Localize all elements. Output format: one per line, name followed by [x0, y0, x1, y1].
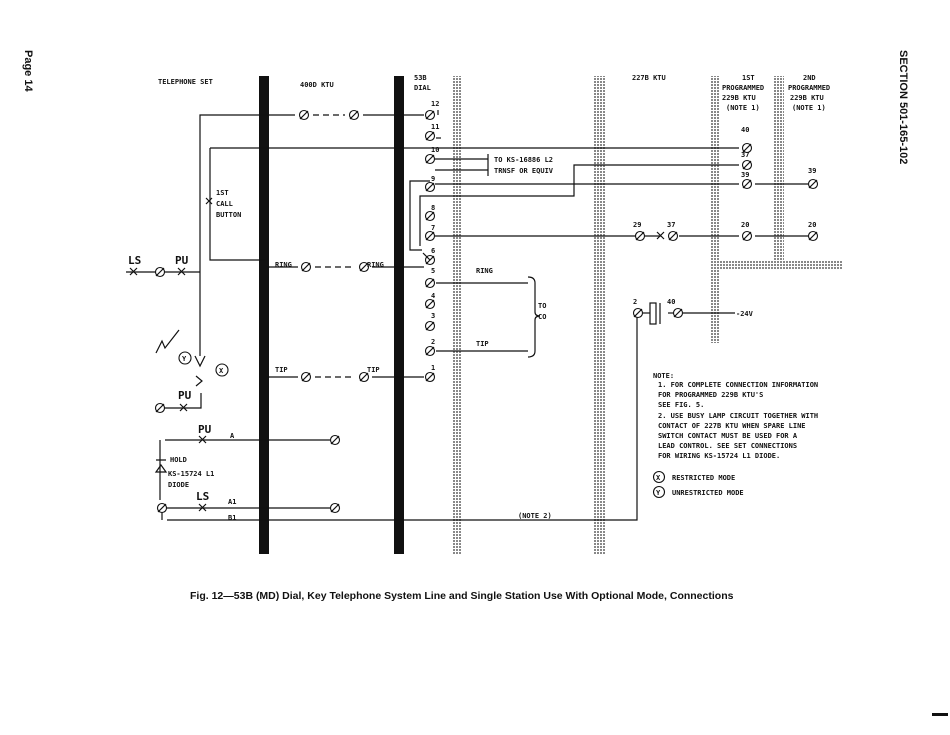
unrestricted-mode-letter: Y — [182, 355, 187, 363]
wiring — [126, 110, 808, 521]
ktu-term-20a: 20 — [741, 221, 749, 229]
label-to-ks: TO KS-16886 L2 — [494, 156, 553, 164]
svg-text:RESTRICTED MODE: RESTRICTED MODE — [672, 474, 735, 482]
svg-text:LEAD CONTROL. SEE SET CONNECT: LEAD CONTROL. SEE SET CONNECTIONS — [658, 442, 797, 450]
header-400d-ktu: 400D KTU — [300, 81, 334, 89]
ktu-term-40: 40 — [741, 126, 749, 134]
notes: NOTE: 1. FOR COMPLETE CONNECTION INFORMA… — [653, 372, 818, 460]
label-lead-b1: B1 — [228, 514, 236, 522]
ktu-term-37b: 37 — [667, 221, 675, 229]
svg-text:X: X — [656, 474, 661, 482]
label-lead-a1: A1 — [228, 498, 236, 506]
svg-text:Y: Y — [656, 489, 661, 497]
ktu-term-39b: 39 — [808, 167, 816, 175]
header-first-prog-2: PROGRAMMED — [722, 84, 764, 92]
header-53b: 53B — [414, 74, 427, 82]
header-telephone-set: TELEPHONE SET — [158, 78, 213, 86]
dial-terminal-9: 9 — [431, 175, 435, 183]
svg-text:SEE FIG. 5.: SEE FIG. 5. — [658, 401, 704, 409]
first-call-button-line3: BUTTON — [216, 211, 241, 219]
header-first-prog-4: (NOTE 1) — [726, 104, 760, 112]
label-diode-1: KS-15724 L1 — [168, 470, 214, 478]
label-ring-dial: RING — [367, 261, 384, 269]
dial-terminal-11: 11 — [431, 123, 439, 131]
label-to: TO — [538, 302, 546, 310]
to-co-bracket — [527, 276, 541, 358]
label-hold: HOLD — [170, 456, 187, 464]
label-note2-ref: (NOTE 2) — [518, 512, 552, 520]
telephone-set-bar — [259, 76, 269, 554]
dial-terminal-2: 2 — [431, 338, 435, 346]
dial-terminals — [424, 109, 436, 383]
label-pu-a: PU — [198, 423, 212, 436]
label-pu-lower: PU — [178, 389, 192, 402]
corner-mark — [932, 713, 948, 716]
label-co: CO — [538, 313, 546, 321]
ktu-term-29: 29 — [633, 221, 641, 229]
label-minus24v: -24V — [736, 310, 754, 318]
header-second-prog-4: (NOTE 1) — [792, 104, 826, 112]
contact-marks — [129, 197, 665, 512]
dial-terminal-6: 6 — [431, 247, 435, 255]
dial-terminal-4: 4 — [431, 292, 435, 300]
label-lead-a: A — [230, 432, 235, 440]
label-ring-400d: RING — [275, 261, 292, 269]
svg-text:SWITCH CONTACT MUST BE USED FO: SWITCH CONTACT MUST BE USED FOR A — [658, 432, 798, 440]
dial-terminal-7: 7 — [431, 224, 435, 232]
svg-text:2. USE BUSY LAMP CIRCUIT TOGET: 2. USE BUSY LAMP CIRCUIT TOGETHER WITH — [658, 412, 818, 420]
header-dial: DIAL — [414, 84, 431, 92]
dial-terminal-8: 8 — [431, 204, 435, 212]
dial-terminal-1: 1 — [431, 364, 435, 372]
label-tip-dial: TIP — [367, 366, 380, 374]
dial-terminal-3: 3 — [431, 312, 435, 320]
header-second-prog-3: 229B KTU — [790, 94, 824, 102]
svg-text:FOR WIRING KS-15724 L1 DIODE.: FOR WIRING KS-15724 L1 DIODE. — [658, 452, 780, 460]
svg-text:CONTACT OF 227B KTU WHEN SPARE: CONTACT OF 227B KTU WHEN SPARE LINE — [658, 422, 806, 430]
label-tip-400d: TIP — [275, 366, 288, 374]
programmed-ktu-bottom-bar — [710, 261, 842, 269]
dial-terminal-10: 10 — [431, 146, 439, 154]
header-first-prog-1: 1ST — [742, 74, 755, 82]
ktu-term-39a: 39 — [741, 171, 749, 179]
header-first-prog-3: 229B KTU — [722, 94, 756, 102]
ktu-227b-bar — [594, 76, 606, 554]
svg-text:FOR PROGRAMMED 229B KTU'S: FOR PROGRAMMED 229B KTU'S — [658, 391, 763, 399]
header-second-prog-2: PROGRAMMED — [788, 84, 830, 92]
ktu-term-40b: 40 — [667, 298, 675, 306]
label-tip-co: TIP — [476, 340, 489, 348]
ktu-400d-bar — [394, 76, 404, 554]
ktu-term-20b: 20 — [808, 221, 816, 229]
figure-caption: Fig. 12—53B (MD) Dial, Key Telephone Sys… — [190, 590, 734, 602]
first-prog-ktu-bar — [710, 76, 720, 343]
ktu-term-2: 2 — [633, 298, 637, 306]
first-call-button-line1: 1ST — [216, 189, 229, 197]
label-diode-2: DIODE — [168, 481, 189, 489]
svg-text:1. FOR COMPLETE CONNECTION INF: 1. FOR COMPLETE CONNECTION INFORMATION — [658, 381, 818, 389]
dial-53b-bar — [452, 76, 462, 554]
label-ring-co: RING — [476, 267, 493, 275]
legend: X RESTRICTED MODE Y UNRESTRICTED MODE — [652, 470, 744, 499]
ktu-terminals — [154, 109, 819, 514]
dial-terminal-12: 12 — [431, 100, 439, 108]
label-ls: LS — [128, 254, 141, 267]
first-call-button-line2: CALL — [216, 200, 233, 208]
label-pu: PU — [175, 254, 189, 267]
svg-text:UNRESTRICTED MODE: UNRESTRICTED MODE — [672, 489, 744, 497]
svg-text:NOTE:: NOTE: — [653, 372, 674, 380]
restricted-mode-symbol — [215, 363, 229, 377]
label-ls-a1: LS — [196, 490, 209, 503]
header-227b-ktu: 227B KTU — [632, 74, 666, 82]
ktu-term-37: 37 — [741, 151, 749, 159]
label-trnsf: TRNSF OR EQUIV — [494, 167, 554, 175]
restricted-mode-letter: X — [219, 367, 224, 375]
dial-terminal-5: 5 — [431, 267, 435, 275]
header-second-prog-1: 2ND — [803, 74, 816, 82]
unrestricted-mode-symbol — [178, 351, 192, 365]
second-prog-ktu-bar — [774, 76, 784, 261]
